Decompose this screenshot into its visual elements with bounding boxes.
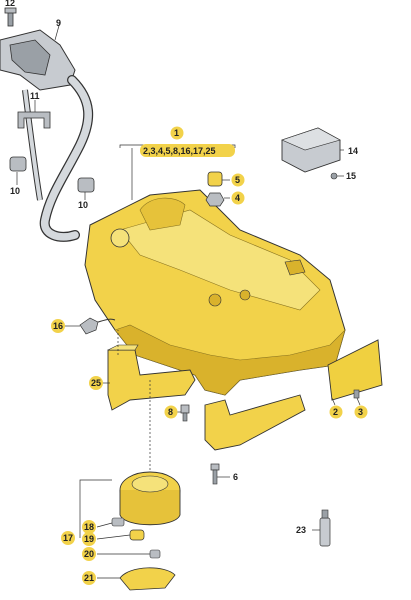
part-19 bbox=[129, 529, 145, 541]
callout-9: 9 bbox=[56, 18, 61, 28]
screw-3 bbox=[353, 389, 360, 399]
callout-20: 20 bbox=[82, 547, 96, 561]
svg-text:12: 12 bbox=[5, 0, 15, 8]
svg-text:23: 23 bbox=[296, 525, 306, 535]
callout-10-left: 10 bbox=[10, 186, 20, 196]
callout-5: 5 bbox=[231, 173, 245, 187]
svg-text:14: 14 bbox=[348, 146, 358, 156]
svg-text:5: 5 bbox=[235, 175, 240, 185]
callout-2: 2 bbox=[329, 405, 343, 419]
callout-19: 19 bbox=[82, 532, 96, 546]
svg-text:10: 10 bbox=[78, 200, 88, 210]
callout-1: 1 bbox=[170, 126, 184, 140]
svg-text:9: 9 bbox=[56, 18, 61, 28]
svg-text:16: 16 bbox=[53, 321, 63, 331]
svg-text:6: 6 bbox=[233, 472, 238, 482]
svg-text:20: 20 bbox=[84, 549, 94, 559]
part-21 bbox=[119, 567, 176, 591]
filler-neck bbox=[0, 29, 94, 242]
callout-12: 12 bbox=[5, 0, 15, 8]
callout-3: 3 bbox=[354, 405, 368, 419]
callout-10-right: 10 bbox=[78, 200, 88, 210]
control-unit-14 bbox=[281, 127, 341, 173]
grommet-10-right bbox=[77, 177, 95, 193]
svg-text:10: 10 bbox=[10, 186, 20, 196]
svg-text:2: 2 bbox=[333, 407, 338, 417]
bolt-8 bbox=[180, 404, 190, 422]
callout-11: 11 bbox=[30, 91, 40, 101]
callout-23: 23 bbox=[296, 525, 306, 535]
svg-text:2,3,4,5,8,16,17,25: 2,3,4,5,8,16,17,25 bbox=[143, 146, 216, 156]
nut-4 bbox=[205, 192, 225, 207]
svg-text:15: 15 bbox=[346, 171, 356, 181]
svg-text:8: 8 bbox=[168, 407, 173, 417]
heat-shield-lower bbox=[204, 394, 306, 451]
cover-plate-2 bbox=[327, 339, 383, 401]
fuel-pump-assembly-17 bbox=[119, 471, 181, 526]
svg-text:19: 19 bbox=[84, 534, 94, 544]
callout-1-list: 2,3,4,5,8,16,17,25 bbox=[140, 144, 235, 157]
svg-text:4: 4 bbox=[235, 193, 240, 203]
grommet-10-left bbox=[9, 156, 27, 172]
heat-shield-25 bbox=[107, 344, 196, 411]
svg-text:1: 1 bbox=[174, 128, 179, 138]
callout-4: 4 bbox=[231, 191, 245, 205]
part-23 bbox=[319, 509, 331, 547]
callout-25: 25 bbox=[89, 376, 103, 390]
sensor-16 bbox=[79, 317, 116, 335]
svg-text:18: 18 bbox=[84, 522, 94, 532]
svg-text:17: 17 bbox=[63, 533, 73, 543]
nut-15 bbox=[330, 172, 338, 180]
clip-11 bbox=[17, 111, 51, 129]
svg-text:11: 11 bbox=[30, 91, 40, 101]
cap-5 bbox=[207, 171, 223, 187]
callout-6: 6 bbox=[233, 472, 238, 482]
leader-lines bbox=[16, 21, 361, 579]
callout-17: 17 bbox=[61, 531, 75, 545]
callout-16: 16 bbox=[51, 319, 65, 333]
callout-14: 14 bbox=[348, 146, 358, 156]
screw-12 bbox=[4, 7, 17, 27]
svg-text:25: 25 bbox=[91, 378, 101, 388]
fuel-tank bbox=[84, 189, 346, 396]
bolt-6 bbox=[210, 463, 220, 485]
svg-text:3: 3 bbox=[358, 407, 363, 417]
callout-21: 21 bbox=[82, 571, 96, 585]
part-18 bbox=[111, 517, 125, 527]
callout-18: 18 bbox=[82, 520, 96, 534]
svg-text:21: 21 bbox=[84, 573, 94, 583]
callout-8: 8 bbox=[164, 405, 178, 419]
callout-15: 15 bbox=[346, 171, 356, 181]
part-20 bbox=[149, 549, 161, 559]
